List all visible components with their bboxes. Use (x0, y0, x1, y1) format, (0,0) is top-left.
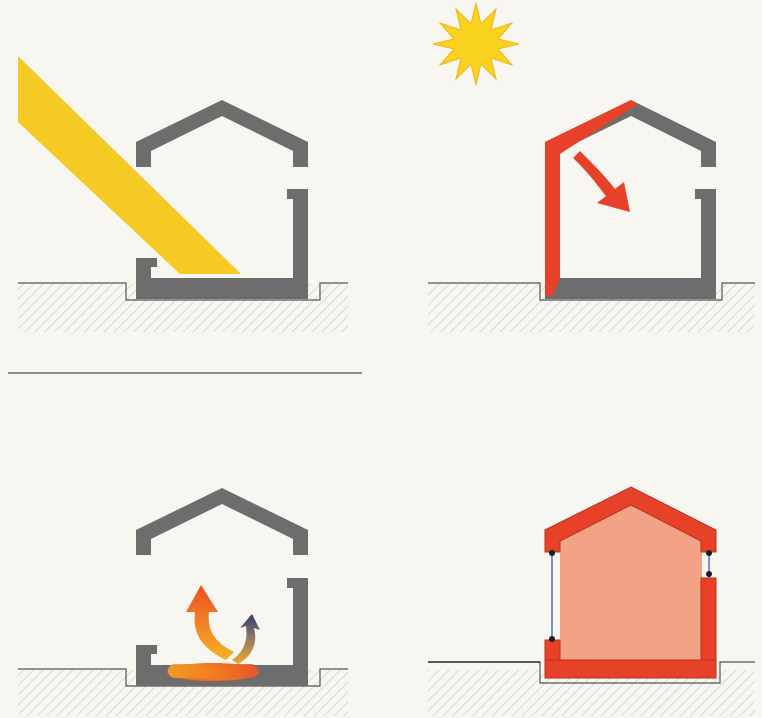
panel-wall-absorption (428, 2, 755, 332)
house-section (136, 100, 308, 299)
heated-wall (545, 100, 638, 296)
panel-floor-release (18, 488, 348, 716)
rising-heat-arrow (186, 585, 260, 664)
insulated-envelope (544, 486, 717, 679)
heat-arrow (573, 151, 630, 212)
panel-direct-gain (18, 56, 348, 332)
panel-warm-interior (428, 486, 755, 716)
sun-rays (18, 56, 241, 274)
warm-interior-fill (560, 505, 702, 660)
heated-floor-slab (167, 663, 259, 681)
window-closed (549, 550, 712, 642)
sun (432, 2, 520, 86)
